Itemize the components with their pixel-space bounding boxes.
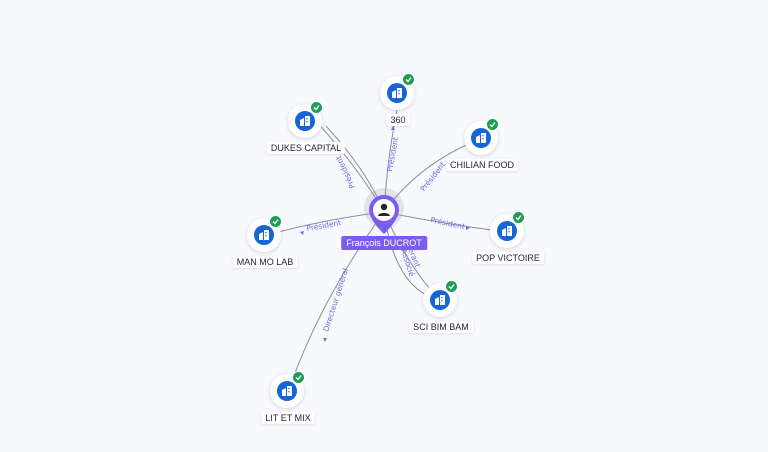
building-icon [497, 221, 517, 241]
building-icon [387, 83, 407, 103]
company-node-man-mo-lab[interactable]: MAN MO LAB [215, 215, 315, 296]
verified-check-icon [512, 211, 525, 224]
company-node-lit-et-mix[interactable]: LIT ET MIX [238, 371, 338, 452]
company-node-chilian-food[interactable]: CHILIAN FOOD [432, 118, 532, 199]
company-name[interactable]: LIT ET MIX [261, 412, 315, 424]
edge-label-lit-et-mix: Directeur général [321, 267, 350, 332]
company-name[interactable]: 360 [386, 114, 410, 126]
verified-check-icon [486, 118, 499, 131]
edge-lit-et-mix [287, 211, 385, 393]
company-ring [380, 73, 415, 110]
company-name[interactable]: DUKES CAPITAL [266, 142, 346, 154]
building-icon [254, 225, 274, 245]
company-ring [247, 215, 282, 252]
company-ring [490, 211, 525, 248]
verified-check-icon [269, 215, 282, 228]
verified-check-icon [310, 101, 323, 114]
arrow-360 [391, 126, 395, 130]
person-node[interactable]: François DUCROT [334, 188, 434, 258]
company-name[interactable]: CHILIAN FOOD [445, 159, 519, 171]
building-icon [295, 111, 315, 131]
company-node-sci-bim-bam[interactable]: SCI BIM BAM [391, 280, 491, 361]
company-name[interactable]: MAN MO LAB [232, 256, 298, 268]
company-node-pop-victoire[interactable]: POP VICTOIRE [458, 211, 558, 292]
company-node-360[interactable]: 360 [348, 73, 448, 154]
person-name[interactable]: François DUCROT [341, 236, 427, 250]
company-ring [464, 118, 499, 155]
arrow-lit-et-mix [323, 338, 327, 342]
company-ring [270, 371, 305, 408]
verified-check-icon [292, 371, 305, 384]
building-icon [471, 128, 491, 148]
company-ring [288, 101, 323, 138]
arrow-man-mo-lab [300, 231, 304, 235]
building-icon [277, 381, 297, 401]
company-name[interactable]: SCI BIM BAM [409, 321, 473, 333]
company-ring [423, 280, 458, 317]
building-icon [430, 290, 450, 310]
relationship-graph: Président Président Président Président … [263, 109, 508, 393]
user-icon [369, 195, 399, 234]
arrow-pop-victoire [466, 226, 470, 230]
verified-check-icon [402, 73, 415, 86]
company-name[interactable]: POP VICTOIRE [472, 252, 544, 264]
company-node-dukes-capital[interactable]: DUKES CAPITAL [256, 101, 356, 182]
verified-check-icon [445, 280, 458, 293]
